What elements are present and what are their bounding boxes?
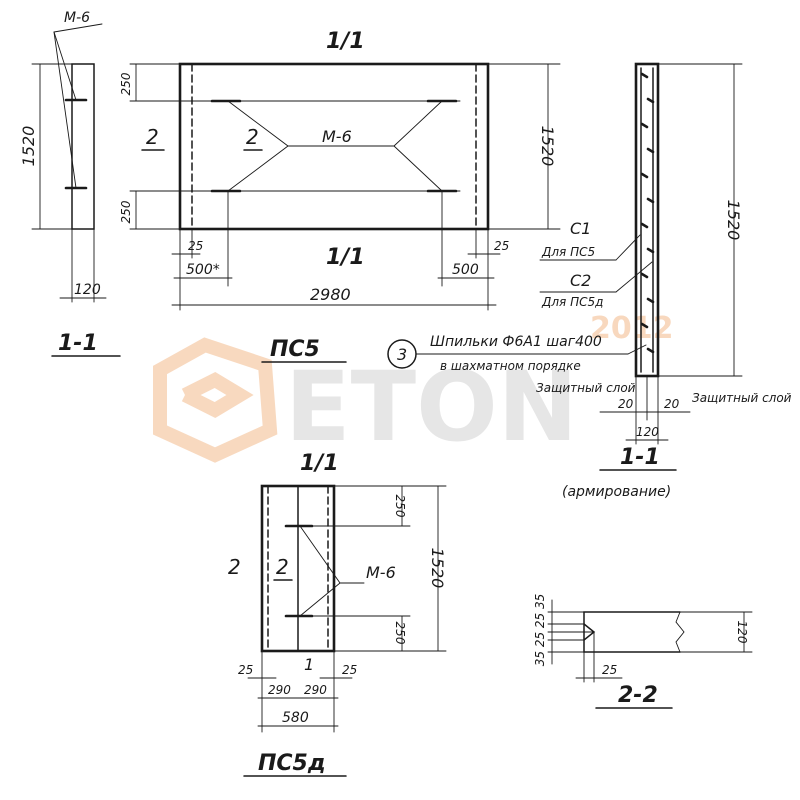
reinforcement-studs xyxy=(640,72,655,354)
reinforcement-stud xyxy=(646,347,655,354)
reinforcement-stud xyxy=(640,122,649,129)
reinforcement-stud xyxy=(646,197,655,204)
ps5-section-top: 1/1 xyxy=(326,29,365,54)
ps5-dim-length: 2980 xyxy=(310,285,351,304)
ps5-mark-label: М-6 xyxy=(322,127,352,146)
reinforcement-stud xyxy=(646,297,655,304)
ps5d-leader-top xyxy=(299,525,365,584)
ps5-title: ПС5 xyxy=(270,337,320,362)
ps5d-dim-height: 1520 xyxy=(428,548,447,589)
section-22-bottom-dim: 25 xyxy=(602,663,617,677)
reinforcement-stud xyxy=(640,222,649,229)
reinforcement-protective-left: Защитный слой xyxy=(536,381,636,395)
watermark-brand: ETON xyxy=(285,351,578,463)
ps5d-side-label-inner: 2 xyxy=(276,555,289,579)
ps5-side-label-left: 2 xyxy=(146,125,159,149)
ps5d-dim-width: 580 xyxy=(282,710,309,726)
ps5d-view: М-6 2 2 1/1 1 250 250 1520 25 25 290 290… xyxy=(228,451,447,777)
reinforcement-cover-right: 20 xyxy=(664,397,680,411)
reinforcement-for-c2: Для ПС5д xyxy=(541,295,603,309)
reinforcement-stud xyxy=(640,322,649,329)
ps5d-side-label-left: 2 xyxy=(228,555,241,579)
reinforcement-leader-c1 xyxy=(615,234,641,261)
section-22-break xyxy=(675,611,685,653)
reinforcement-callout-number: 3 xyxy=(397,345,407,364)
ps5-section-bottom: 1/1 xyxy=(326,245,365,270)
section-22-view: 35 25 25 35 120 25 2-2 xyxy=(533,594,753,709)
side-view-leader-bottom xyxy=(53,31,77,189)
watermark-logo-inner-icon xyxy=(181,372,254,418)
ps5d-section-bottom: 1 xyxy=(304,655,314,674)
ps5-side-label-inner: 2 xyxy=(246,125,259,149)
ps5-dim-height: 1520 xyxy=(538,126,557,167)
ps5-dim-edge-right: 25 xyxy=(494,239,509,253)
ps5-dim-inset-right: 500 xyxy=(452,262,479,278)
ps5d-section-top: 1/1 xyxy=(300,451,339,476)
reinforcement-view: 1520 С1 Для ПС5 С2 Для ПС5д 3 Шпильки Ф6… xyxy=(387,62,792,500)
section-22-title: 2-2 xyxy=(618,683,658,708)
side-view-leader-shelf xyxy=(53,23,103,33)
ps5-outline xyxy=(178,62,490,231)
ps5d-dim-edge-left: 25 xyxy=(238,663,253,677)
reinforcement-stud xyxy=(646,97,655,104)
ps5d-dim-top: 250 xyxy=(393,495,407,518)
reinforcement-protective-right: Защитный слой xyxy=(692,391,792,405)
reinforcement-for-c1: Для ПС5 xyxy=(541,245,595,259)
reinforcement-stud xyxy=(646,247,655,254)
side-view-leader-top xyxy=(53,31,77,101)
ps5d-dim-bottom: 250 xyxy=(393,622,407,645)
reinforcement-mark-c1: С1 xyxy=(570,219,591,238)
side-view-height-dim: 1520 xyxy=(19,126,38,167)
watermark-year: 2012 xyxy=(590,311,674,346)
side-view-outline xyxy=(71,63,95,230)
reinforcement-section-title: 1-1 xyxy=(620,445,660,470)
reinforcement-callout-line2: в шахматном порядке xyxy=(440,359,581,373)
ps5d-dim-half-right: 290 xyxy=(304,683,327,697)
watermark: ETON 2012 xyxy=(153,311,674,463)
section-22-height-dim: 120 xyxy=(735,621,749,644)
ps5-dim-bottom: 250 xyxy=(119,200,133,223)
section-22-outline xyxy=(583,611,681,653)
ps5-dim-inset-left: 500* xyxy=(186,262,220,278)
watermark-logo-icon xyxy=(153,337,278,463)
ps5d-dim-edge-right: 25 xyxy=(342,663,357,677)
reinforcement-height-dim: 1520 xyxy=(724,200,743,241)
reinforcement-mark-c2: С2 xyxy=(570,271,591,290)
reinforcement-caption: (армирование) xyxy=(562,484,671,500)
section-22-stack-dims: 35 25 25 35 xyxy=(533,594,547,667)
reinforcement-cover-left: 20 xyxy=(618,397,634,411)
side-view-width-dim: 120 xyxy=(74,282,101,298)
ps5-dim-edge-left: 25 xyxy=(188,239,203,253)
ps5d-title: ПС5д xyxy=(258,751,326,776)
ps5-dim-top: 250 xyxy=(119,72,133,95)
ps5-view: 250 250 М-6 2 2 1/1 1/1 1520 25 25 500* … xyxy=(119,29,561,363)
side-view-title: 1-1 xyxy=(58,331,98,356)
reinforcement-stud xyxy=(640,172,649,179)
ps5d-mark-label: М-6 xyxy=(366,563,396,582)
reinforcement-stud xyxy=(640,272,649,279)
side-view: М-6 1520 120 1-1 xyxy=(19,10,121,357)
reinforcement-callout-leader xyxy=(627,344,647,355)
reinforcement-stud xyxy=(646,147,655,154)
side-view-mark-label: М-6 xyxy=(64,10,90,26)
reinforcement-stud xyxy=(640,72,649,79)
ps5d-leader-bottom xyxy=(299,582,341,617)
ps5-leader-bottom xyxy=(227,145,443,192)
reinforcement-leader-c2 xyxy=(615,261,653,293)
reinforcement-callout-line1: Шпильки Ф6А1 шаг400 xyxy=(430,334,602,350)
reinforcement-width-dim: 120 xyxy=(636,425,659,439)
ps5d-dim-half-left: 290 xyxy=(268,683,291,697)
